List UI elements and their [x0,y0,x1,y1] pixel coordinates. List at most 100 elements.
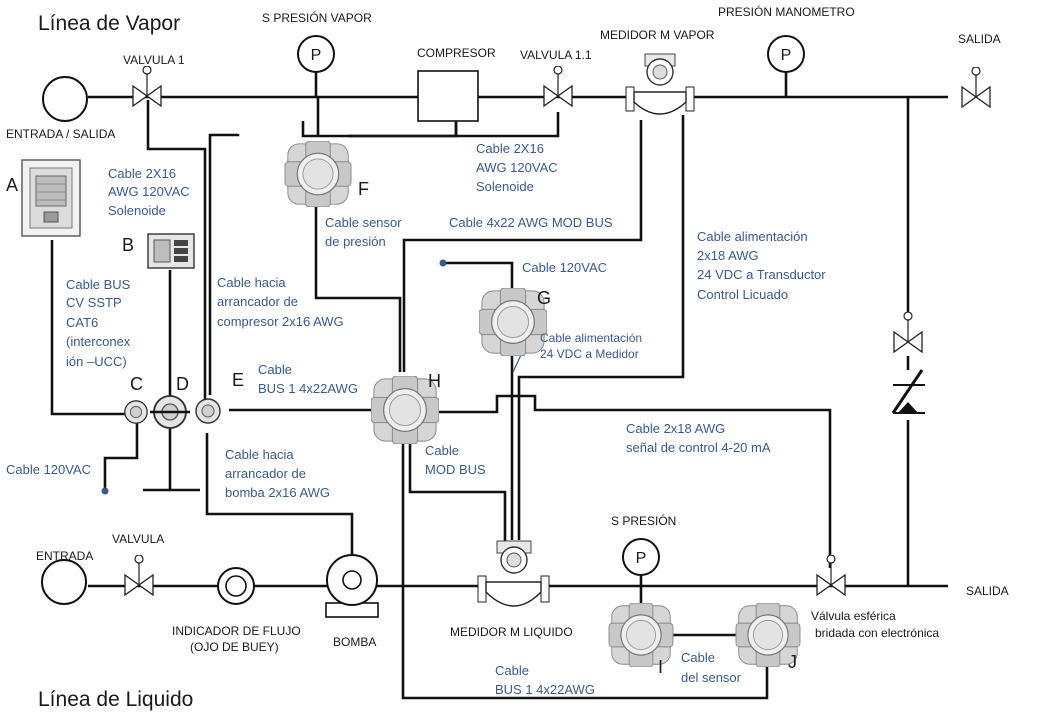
label-entrada-salida: ENTRADA / SALIDA [6,127,115,141]
svg-text:Cable alimentación: Cable alimentación [697,229,808,244]
svg-text:Cable alimentación: Cable alimentación [540,331,642,345]
svg-text:Cable: Cable [681,650,715,665]
bomba-icon [325,554,379,618]
label-indicador-2: (OJO DE BUEY) [190,640,279,654]
svg-text:Solenoide: Solenoide [476,179,534,194]
svg-text:BUS 1 4x22AWG: BUS 1 4x22AWG [258,381,358,396]
pressure-gauge-liquido-icon: P [622,538,660,576]
svg-text:bomba 2x16 AWG: bomba 2x16 AWG [225,485,330,500]
cable-arrancador-compresor: Cable hacia arrancador de compresor 2x16… [217,275,344,329]
title-liquido: Línea de Liquido [38,688,193,711]
right-branch-valve-icon [893,312,923,353]
cable-solenoide-left: Cable 2X16 AWG 120VAC Solenoide [108,166,190,218]
label-valvula-esferica-1: Válvula esférica [811,609,896,623]
valvula-liquido-icon [124,555,154,596]
svg-text:24 VDC a Medidor: 24 VDC a Medidor [540,347,639,361]
junction-box-i [608,603,674,667]
letter-g: G [537,288,551,308]
cable-bus-cv: Cable BUS CV SSTP CAT6 (interconex ión –… [66,277,131,369]
cable-120vac-left: Cable 120VAC [6,462,91,477]
cable-arrancador-bomba: Cable hacia arrancador de bomba 2x16 AWG [225,447,330,500]
valvula-1-1-icon [543,66,573,107]
label-salida-top: SALIDA [958,32,1001,46]
terminal-dot-120vac [439,259,447,267]
letter-h: H [428,371,441,391]
svg-text:ión –UCC): ión –UCC) [66,354,127,369]
label-compresor: COMPRESOR [417,46,496,60]
medidor-liquido-icon [477,540,550,607]
cable-alimentacion-medidor: Cable alimentación 24 VDC a Medidor [540,331,642,361]
label-valvula: VALVULA [112,532,164,546]
entrada-liquido-circle [41,559,87,605]
label-valvula-1-1: VALVULA 1.1 [520,48,592,62]
svg-text:P: P [311,47,322,64]
letter-a: A [6,175,18,195]
pressure-gauge-vapor-icon: P [297,35,335,73]
label-medidor-liquido: MEDIDOR M LIQUIDO [450,625,573,639]
svg-text:Cable 2x18 AWG: Cable 2x18 AWG [626,421,725,436]
label-s-presion-vapor: S PRESIÓN VAPOR [262,10,372,25]
svg-text:arrancador de: arrancador de [217,294,298,309]
label-entrada: ENTRADA [36,549,93,563]
svg-text:CAT6: CAT6 [66,315,98,330]
junction-box-f [284,141,352,207]
svg-text:Cable: Cable [495,663,529,678]
label-salida-bottom: SALIDA [966,584,1009,598]
cable-mod-bus-h: Cable MOD BUS [425,443,486,477]
letter-i: I [658,657,663,677]
svg-text:Cable hacia: Cable hacia [225,447,294,462]
letter-j: J [788,652,797,672]
cabinet-a-icon [21,159,81,237]
entrada-salida-vapor-circle [42,76,88,122]
cable-del-sensor: Cable del sensor [681,650,742,685]
cable-bus-1: Cable BUS 1 4x22AWG [258,362,358,396]
svg-text:MOD BUS: MOD BUS [425,462,486,477]
svg-text:Cable: Cable [425,443,459,458]
cable-mod-bus-top: Cable 4x22 AWG MOD BUS [449,215,613,230]
cable-alimentacion-transductor: Cable alimentación 2x18 AWG 24 VDC a Tra… [697,229,826,302]
terminal-dot-120vac-left [101,487,109,495]
svg-text:CV SSTP: CV SSTP [66,295,122,310]
letter-f: F [358,179,369,199]
svg-text:P: P [781,47,792,64]
junction-e [195,398,221,424]
pressure-gauge-manometro-icon: P [767,35,805,73]
svg-text:Cable BUS: Cable BUS [66,277,131,292]
title-vapor: Línea de Vapor [38,12,180,35]
svg-text:AWG 120VAC: AWG 120VAC [476,160,558,175]
svg-text:Cable hacia: Cable hacia [217,275,286,290]
label-indicador-1: INDICADOR DE FLUJO [172,624,301,638]
medidor-vapor-icon [625,53,695,115]
label-valvula-esferica-2: bridada con electrónica [815,626,939,640]
junction-c [124,400,148,424]
indicador-flujo-icon [217,567,255,605]
cable-120vac-mid: Cable 120VAC [522,260,607,275]
svg-text:compresor 2x16 AWG: compresor 2x16 AWG [217,314,344,329]
label-s-presion: S PRESIÓN [611,513,676,528]
svg-text:Cable 2X16: Cable 2X16 [476,141,544,156]
cable-sensor-presion: Cable sensor de presión [325,215,402,249]
label-bomba: BOMBA [333,635,376,649]
letter-d: D [176,374,189,394]
letter-c: C [130,374,143,394]
svg-text:24 VDC a Transductor: 24 VDC a Transductor [697,267,826,282]
salida-vapor-valve-icon [961,67,991,108]
svg-text:arrancador de: arrancador de [225,466,306,481]
svg-text:AWG 120VAC: AWG 120VAC [108,184,190,199]
cable-control-420: Cable 2x18 AWG señal de control 4-20 mA [626,421,771,455]
compresor-box [417,70,479,122]
svg-text:(interconex: (interconex [66,334,131,349]
label-medidor-vapor: MEDIDOR M VAPOR [600,28,715,42]
svg-text:del sensor: del sensor [681,670,742,685]
svg-text:Control Licuado: Control Licuado [697,287,788,302]
svg-text:señal de control 4-20 mA: señal de control 4-20 mA [626,440,771,455]
label-valvula-1: VALVULA 1 [123,53,185,67]
svg-text:de presión: de presión [325,234,386,249]
valvula-esferica-icon [816,555,846,596]
letter-e: E [232,370,244,390]
cable-bus-1-bottom: Cable BUS 1 4x22AWG [495,663,595,697]
svg-text:Solenoide: Solenoide [108,203,166,218]
label-presion-manometro: PRESIÓN MANOMETRO [718,4,855,19]
